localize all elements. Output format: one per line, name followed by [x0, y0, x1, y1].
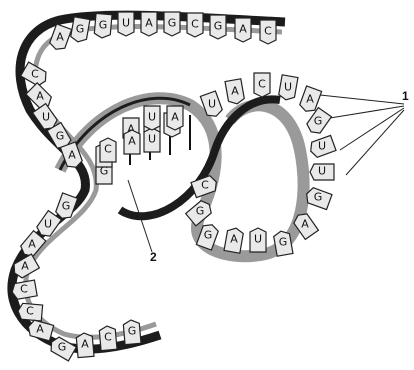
base-letter: A — [306, 93, 314, 106]
base-letter: A — [230, 233, 238, 246]
base-tab: A — [235, 18, 251, 42]
base-tab: U — [310, 164, 334, 180]
base-letter: G — [214, 20, 223, 33]
base-letter: C — [258, 78, 266, 91]
base-tab: G — [123, 319, 141, 344]
base-tab: C — [100, 138, 116, 162]
base-letter: G — [279, 236, 288, 249]
base-letter: U — [318, 140, 326, 153]
base-letter: U — [254, 233, 262, 246]
base-letter: G — [204, 229, 213, 242]
base-letter: G — [128, 325, 137, 338]
base-tab: U — [144, 106, 160, 130]
outer-backbone — [12, 15, 285, 349]
base-letter: A — [36, 323, 44, 336]
base-letter: A — [81, 338, 89, 351]
base-letter: C — [104, 331, 112, 344]
base-tab: U — [118, 12, 134, 36]
base-letter: U — [122, 17, 130, 30]
base-letter: A — [171, 111, 179, 124]
base-tab: A — [76, 332, 94, 357]
base-tab: A — [225, 79, 245, 105]
base-letter: U — [44, 218, 52, 231]
base-letter: A — [21, 260, 29, 273]
base-letter: A — [231, 85, 239, 98]
base-tab: U — [308, 135, 336, 159]
outer-backbone-inner — [26, 27, 282, 338]
base-tab: C — [17, 303, 42, 321]
base-letter: G — [76, 23, 85, 36]
base-letter: C — [31, 68, 39, 81]
base-letter: U — [148, 111, 156, 124]
base-tab: C — [260, 20, 276, 44]
base-letter: U — [318, 165, 326, 178]
base-letter: A — [301, 218, 309, 231]
base-tab: C — [99, 325, 117, 350]
base-letter: C — [20, 283, 28, 296]
base-tab: A — [124, 130, 140, 154]
base-letter: A — [239, 23, 247, 36]
base-letter: U — [208, 98, 216, 111]
base-tab: A — [48, 24, 71, 52]
base-letter: U — [42, 111, 50, 124]
base-tab: A — [167, 106, 183, 130]
base-letter: G — [56, 130, 65, 143]
base-letter: A — [56, 31, 64, 44]
base-tab: G — [70, 17, 90, 43]
base-letter: U — [284, 81, 292, 94]
base-letter: A — [145, 17, 153, 30]
base-tab: G — [305, 108, 332, 137]
base-tab: C — [187, 13, 203, 37]
base-letter: G — [58, 341, 67, 354]
base-letter: C — [104, 143, 112, 156]
base-tab: U — [250, 228, 266, 252]
base-tab: A — [224, 227, 244, 253]
base-letter: A — [128, 135, 136, 148]
base-tab: G — [273, 230, 293, 256]
base-letter: G — [168, 17, 177, 30]
callout-2-label: 2 — [150, 250, 157, 264]
base-tab: C — [254, 73, 270, 97]
base-letter: G — [62, 200, 71, 213]
base-letter: U — [148, 133, 156, 146]
callout-1 — [320, 95, 404, 175]
base-letter: C — [201, 179, 209, 192]
base-letter: C — [264, 25, 272, 38]
base-tab: G — [210, 15, 226, 39]
base-tab: U — [144, 128, 160, 152]
base-letter: G — [314, 191, 323, 204]
base-tab: U — [278, 75, 298, 101]
base-letter: G — [196, 205, 205, 218]
base-letter: C — [26, 305, 34, 318]
base-letter: G — [99, 19, 108, 32]
base-tab: G — [164, 12, 180, 36]
base-letter: G — [314, 115, 323, 128]
base-letter: A — [36, 90, 44, 103]
base-letter: C — [191, 18, 199, 31]
base-tab: A — [141, 12, 157, 36]
base-tab: G — [94, 13, 112, 38]
base-letter: A — [68, 149, 76, 162]
base-letter: A — [28, 238, 36, 251]
callout-1-label: 1 — [402, 89, 409, 103]
